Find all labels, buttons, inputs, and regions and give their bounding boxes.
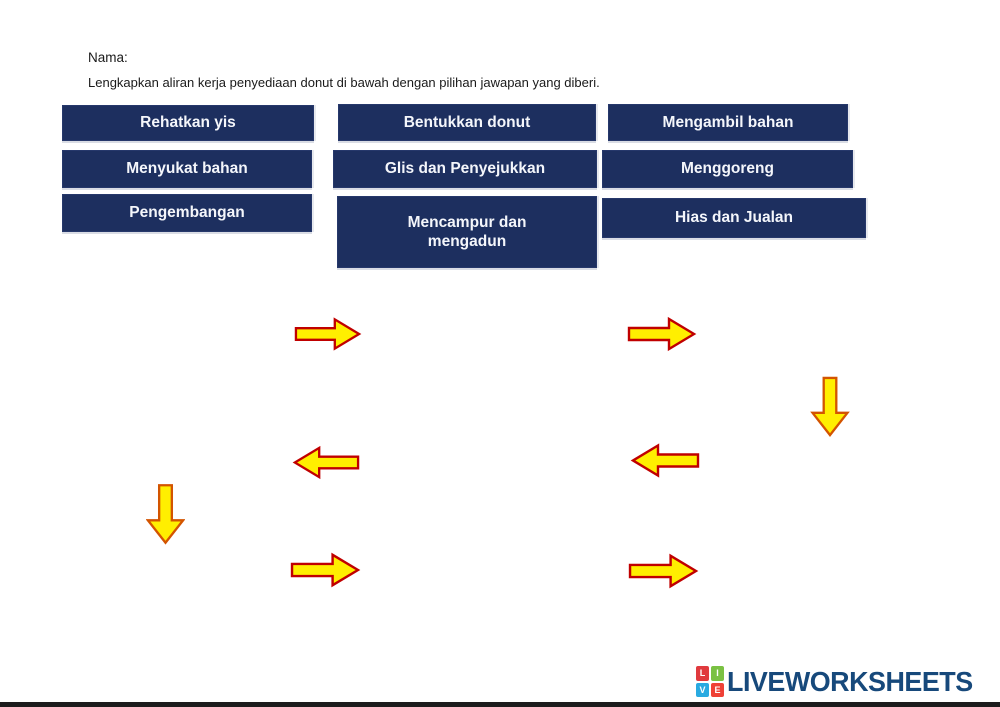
answer-box-menyukat-bahan[interactable]: Menyukat bahan (62, 150, 312, 188)
answer-box-label: Rehatkan yis (140, 114, 236, 132)
name-label: Nama: (88, 50, 128, 65)
answer-box-mengambil-bahan[interactable]: Mengambil bahan (608, 104, 848, 141)
answer-box-label: Bentukkan donut (403, 113, 531, 131)
bottom-bar (0, 702, 1000, 707)
arrow-right-icon (294, 316, 362, 352)
arrow-left-icon (630, 442, 700, 479)
arrow-left-icon (291, 445, 361, 480)
answer-box-label: Menyukat bahan (126, 160, 248, 178)
answer-box-label: Glis dan Penyejukkan (384, 160, 546, 178)
arrow-right-icon (290, 551, 361, 589)
answer-box-label: Mengambil bahan (662, 113, 794, 131)
answer-box-label: Mencampur dan mengadun (407, 213, 527, 250)
answer-box-hias-dan-jualan[interactable]: Hias dan Jualan (602, 198, 866, 238)
logo-letter-e: E (711, 682, 724, 697)
liveworksheets-logo: L I V E LIVEWORKSHEETS (696, 666, 983, 697)
answer-box-pengembangan[interactable]: Pengembangan (62, 194, 312, 232)
answer-box-menggoreng[interactable]: Menggoreng (602, 150, 853, 188)
answer-box-label: Menggoreng (681, 160, 774, 178)
answer-box-label: Hias dan Jualan (674, 209, 793, 227)
answer-box-glis-dan-penyejukkan[interactable]: Glis dan Penyejukkan (333, 150, 597, 188)
answer-box-bentukkan-donut[interactable]: Bentukkan donut (338, 104, 596, 141)
logo-letter-v: V (696, 682, 709, 697)
arrow-down-icon (146, 481, 185, 548)
logo-letter-i: I (711, 666, 724, 681)
arrow-right-icon (627, 316, 697, 352)
brand-wordmark: LIVEWORKSHEETS (727, 666, 973, 697)
arrow-down-icon (810, 376, 850, 438)
arrow-right-icon (628, 552, 699, 590)
answer-box-label: Pengembangan (129, 204, 245, 222)
answer-box-rehatkan-yis[interactable]: Rehatkan yis (62, 105, 314, 141)
liveworksheets-logo-icon: L I V E (696, 666, 724, 697)
answer-box-mencampur-dan-mengadun[interactable]: Mencampur dan mengadun (337, 196, 597, 268)
instruction-text: Lengkapkan aliran kerja penyediaan donut… (88, 75, 600, 90)
logo-letter-l: L (696, 666, 709, 681)
